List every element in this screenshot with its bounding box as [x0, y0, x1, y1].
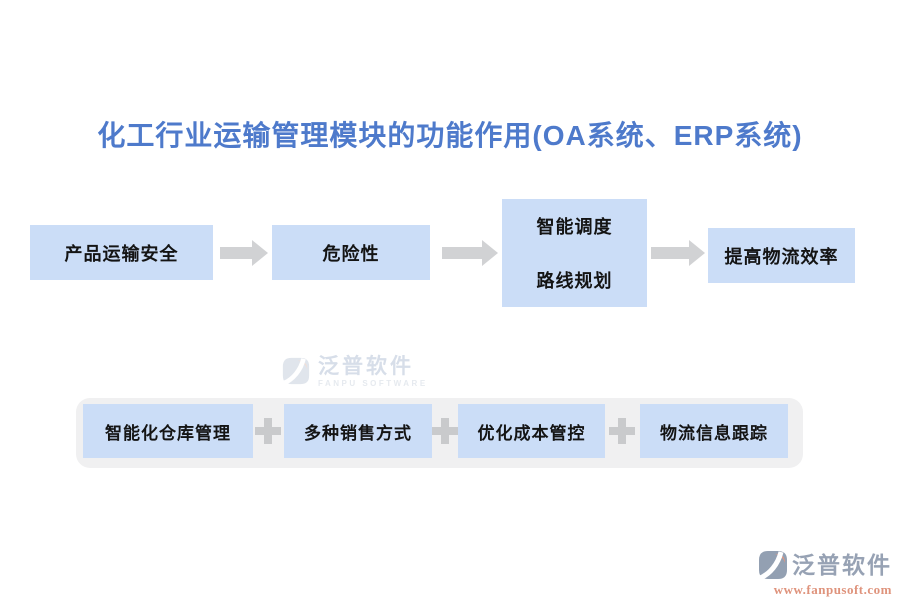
bottom-item-smart-warehouse-management: 智能化仓库管理: [83, 404, 253, 458]
bottom-item-multiple-sales-methods: 多种销售方式: [284, 404, 432, 458]
bottom-item-label: 优化成本管控: [477, 423, 586, 443]
arrow-head: [689, 240, 705, 266]
arrow-shaft: [651, 247, 689, 259]
arrow-shaft: [220, 247, 252, 259]
arrow-head: [482, 240, 498, 266]
bottom-item-logistics-info-tracking: 物流信息跟踪: [640, 404, 788, 458]
flow-node-label: 产品运输安全: [64, 243, 179, 264]
watermark-brand-name: 泛普软件: [318, 355, 414, 378]
footer-brand-block: 泛普软件 www.fanpusoft.com: [757, 549, 892, 598]
center-watermark: 泛普软件 FANPU SOFTWARE: [281, 356, 428, 388]
flow-node-improve-logistics-efficiency: 提高物流效率: [708, 228, 855, 283]
bottom-item-label: 智能化仓库管理: [105, 423, 231, 443]
arrow-right-icon: [220, 240, 268, 266]
fanpu-logo-icon: [758, 551, 787, 581]
footer-brand-name: 泛普软件: [792, 551, 892, 578]
plus-icon: [609, 418, 635, 444]
flow-node-label-line1: 智能调度: [536, 217, 613, 237]
flow-node-product-transport-safety: 产品运输安全: [30, 225, 213, 280]
watermark-text: 泛普软件 FANPU SOFTWARE: [318, 356, 428, 388]
flow-node-danger: 危险性: [272, 225, 430, 280]
flow-node-label: 危险性: [322, 243, 380, 264]
flow-node-label-line2: 路线规划: [536, 271, 613, 291]
arrow-right-icon: [651, 240, 705, 266]
fanpu-logo-icon: [282, 357, 310, 386]
footer-brand-row: 泛普软件: [757, 549, 892, 581]
bottom-item-label: 物流信息跟踪: [660, 423, 768, 443]
footer-website-url: www.fanpusoft.com: [773, 582, 892, 597]
flow-node-label: 提高物流效率: [724, 246, 839, 267]
arrow-shaft: [442, 247, 482, 259]
watermark-brand-subtitle: FANPU SOFTWARE: [318, 379, 428, 388]
plus-icon: [432, 418, 458, 444]
arrow-head: [252, 240, 268, 266]
bottom-item-label: 多种销售方式: [304, 423, 412, 443]
arrow-right-icon: [442, 240, 498, 266]
bottom-item-optimize-cost-control: 优化成本管控: [458, 404, 605, 458]
page-title: 化工行业运输管理模块的功能作用(OA系统、ERP系统): [97, 120, 803, 151]
plus-icon: [255, 418, 281, 444]
flow-node-smart-dispatch-route-planning: 智能调度 路线规划: [502, 199, 647, 307]
